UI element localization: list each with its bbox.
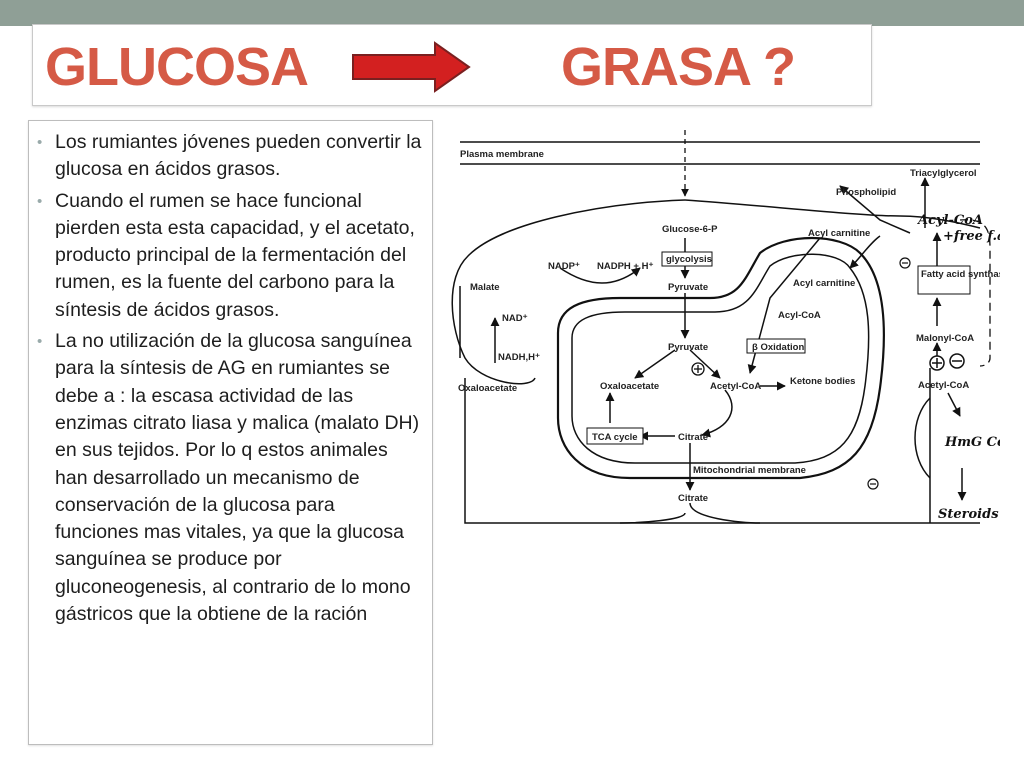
label-beta-oxidation: β Oxidation [752, 342, 804, 353]
label-malonyl-coa: Malonyl-CoA [916, 333, 974, 344]
label-oxaloacetate-1: Oxaloacetate [458, 383, 517, 394]
tca-cycle-box [586, 427, 644, 445]
plus-sign-icon [691, 362, 705, 376]
arrow-acetylcoa-to-citrate [701, 389, 733, 438]
title-glucosa: GLUCOSA [45, 37, 309, 97]
label-acetyl-coa-1: Acetyl-CoA [710, 381, 761, 392]
glycolysis-box [661, 251, 713, 267]
label-free-fa: +free f.a. [943, 229, 1000, 244]
label-nadh: NADH,H⁺ [498, 352, 540, 363]
bullet-item: Cuando el rumen se hace funcional pierde… [37, 188, 422, 324]
minus-sign-icon [949, 353, 965, 369]
arrow-pyruvate-to-acetylcoa [689, 349, 721, 379]
label-glycolysis: glycolysis [666, 254, 712, 265]
label-oxaloacetate-2: Oxaloacetate [600, 381, 659, 392]
arrow-nadp-loop [559, 267, 641, 284]
mitochondrial-outer-membrane [556, 237, 886, 480]
right-arrow-icon [352, 41, 471, 93]
cytosol-top-path [684, 199, 981, 229]
label-plasma-membrane: Plasma membrane [460, 149, 544, 160]
label-mitochondrial-membrane: Mitochondrial membrane [693, 465, 806, 476]
label-nadph: NADPH + H⁺ [597, 261, 653, 272]
arrow-acetyl-to-hmg [947, 392, 961, 417]
citrate-cytosol-left-path [619, 512, 686, 524]
title-box: GLUCOSA GRASA ? [32, 24, 872, 106]
label-triacylglycerol: Triacylglycerol [910, 168, 977, 179]
minus-sign-icon [899, 257, 911, 269]
label-fatty-acid-synthase: Fatty acid synthase [921, 269, 1000, 280]
title-grasa: GRASA ? [561, 37, 796, 97]
label-acyl-coa-2: Acyl-CoA [778, 310, 821, 321]
label-pyruvate-1: Pyruvate [668, 282, 708, 293]
arrow-pyruvate-to-oaa [634, 349, 676, 379]
arrow-acylcoa-to-phospholipid [839, 185, 911, 234]
label-acetyl-coa-2: Acetyl-CoA [918, 380, 969, 391]
label-nadp: NADP⁺ [548, 261, 580, 272]
top-color-bar [0, 0, 1024, 26]
citrate-cytosol-path [689, 502, 761, 524]
label-acyl-carnitine-2: Acyl carnitine [793, 278, 855, 289]
label-acyl-coa: Acyl-CoA [916, 213, 983, 228]
minus-sign-icon [867, 478, 879, 490]
arrow-acylcarnitine-in [849, 235, 881, 269]
label-acyl-carnitine-1: Acyl carnitine [808, 228, 870, 239]
label-phospholipid: Phospholipid [836, 187, 896, 198]
label-hmg-coa: HmG CoA [944, 435, 1000, 450]
text-box: Los rumiantes jóvenes pueden convertir l… [28, 120, 433, 745]
label-ketone-bodies: Ketone bodies [790, 376, 855, 387]
mitochondrial-inner-membrane [571, 253, 870, 464]
bullet-list: Los rumiantes jóvenes pueden convertir l… [29, 121, 432, 628]
label-glucose-6p: Glucose-6-P [662, 224, 718, 235]
cytosol-bottom-path [464, 378, 980, 524]
label-citrate-2: Citrate [678, 493, 708, 504]
bullet-item: La no utilización de la glucosa sanguíne… [37, 328, 422, 628]
cytosol-outer-path [451, 199, 686, 385]
acetylcoa-link-path [914, 397, 931, 479]
label-tca-cycle: TCA cycle [592, 432, 638, 443]
label-malate: Malate [470, 282, 500, 293]
label-nad: NAD⁺ [502, 313, 528, 324]
beta-oxidation-box [746, 338, 806, 354]
metabolic-pathway-diagram: Plasma membrane Triacylglycerol Phosphol… [451, 130, 1000, 524]
label-citrate-1: Citrate [678, 432, 708, 443]
bullet-item: Los rumiantes jóvenes pueden convertir l… [37, 129, 422, 184]
label-steroids: Steroids [938, 507, 999, 522]
dashed-feedback-path [959, 219, 991, 367]
label-pyruvate-2: Pyruvate [668, 342, 708, 353]
fatty-acid-synthase-box [917, 265, 971, 295]
plus-sign-icon [929, 355, 945, 371]
